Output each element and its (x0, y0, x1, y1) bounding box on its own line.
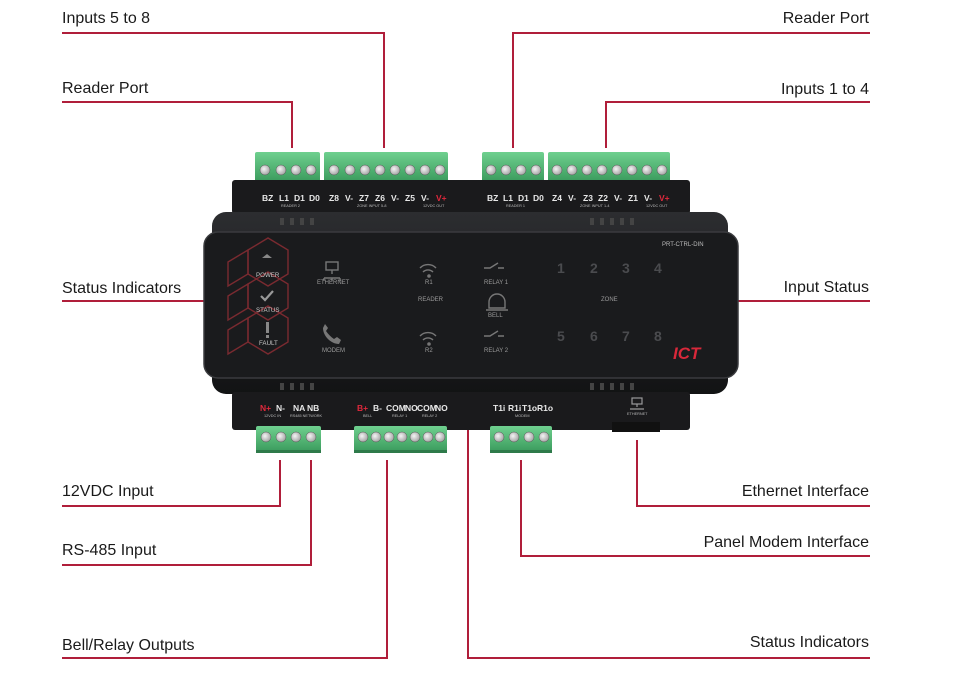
top-right-terminal-block (482, 152, 670, 182)
callout-12vdc-input: 12VDC Input (62, 483, 154, 500)
callout-bell-relay-outputs: Bell/Relay Outputs (62, 637, 195, 654)
callout-reader-port-right: Reader Port (782, 10, 869, 27)
callout-inputs-1-4: Inputs 1 to 4 (780, 81, 869, 98)
callout-ethernet-interface: Ethernet Interface (741, 483, 869, 500)
callout-panel-modem-interface: Panel Modem Interface (703, 534, 869, 551)
status-hexagons (227, 237, 289, 356)
callout-input-status: Input Status (783, 279, 869, 296)
callout-status-indicators-left: Status Indicators (62, 280, 182, 297)
top-left-terminal-block (255, 152, 448, 182)
callout-rs485-input: RS-485 Input (62, 542, 157, 559)
callout-inputs-5-8: Inputs 5 to 8 (62, 10, 151, 27)
callout-reader-port-left: Reader Port (62, 80, 149, 97)
callout-status-indicators-right: Status Indicators (749, 634, 869, 651)
